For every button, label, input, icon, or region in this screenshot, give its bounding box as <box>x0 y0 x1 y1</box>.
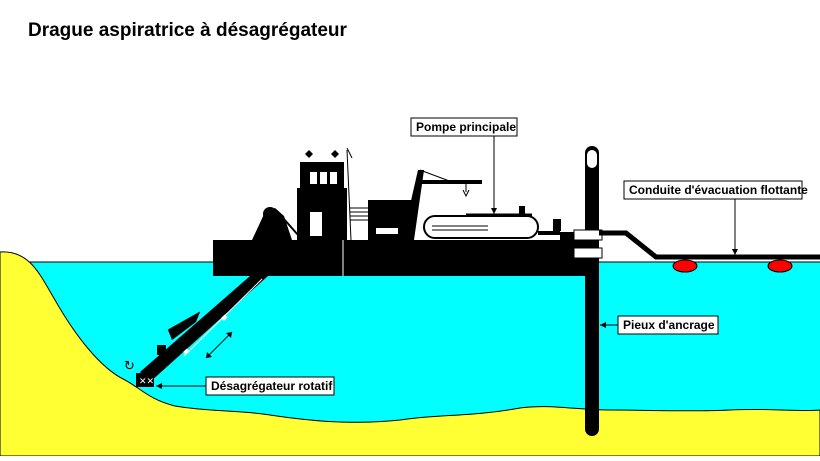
window <box>330 172 337 184</box>
spud-guide <box>573 247 603 259</box>
spud-top <box>587 150 597 168</box>
gantry-wire <box>275 209 299 236</box>
spud-label: Pieux d'ancrage <box>623 318 715 332</box>
spud-leader-arrow <box>600 322 606 328</box>
cutter-teeth: ✕✕ <box>139 377 154 387</box>
movement-arrow-head <box>226 332 232 338</box>
pipeline-leader-arrow <box>732 249 738 255</box>
cutter-leader-arrow <box>156 383 162 389</box>
cutter-ladder <box>140 276 268 382</box>
gantry-sheave <box>263 207 277 221</box>
window <box>310 172 317 184</box>
movement-arrow <box>205 331 233 359</box>
pump-support <box>560 232 580 240</box>
ladder-joint <box>221 314 228 321</box>
pipeline-label: Conduite d'évacuation flottante <box>629 183 808 197</box>
cutter-head <box>136 373 154 387</box>
spud-pole <box>585 146 599 436</box>
mast-light <box>305 150 313 158</box>
seabed <box>0 251 820 457</box>
cutter-label: Désagrégateur rotatif <box>211 379 333 393</box>
pipeline-label-box <box>623 180 803 200</box>
pump-valve <box>519 206 525 214</box>
antenna <box>346 147 353 159</box>
pump-label-box <box>410 117 518 137</box>
rotation-icon: ↻ <box>124 359 135 374</box>
spud-guide <box>573 229 603 241</box>
page-title: Drague aspiratrice à désagrégateur <box>28 20 347 41</box>
ladder-frame <box>168 312 200 340</box>
discharge-valve <box>553 219 561 231</box>
ladder-joint <box>183 348 190 355</box>
pump-label: Pompe principale <box>416 120 516 134</box>
crane-stay <box>419 169 453 183</box>
mast-light <box>331 150 339 158</box>
ladder-wire <box>167 311 201 331</box>
ladder-block <box>157 345 166 355</box>
discharge-pipeline <box>599 230 820 260</box>
window <box>320 172 327 184</box>
pipeline-float <box>672 259 698 273</box>
main-pump <box>423 215 539 239</box>
pump-leader-arrow <box>491 208 497 214</box>
winch-window <box>376 228 398 234</box>
cabin-door <box>310 212 322 236</box>
crane-hook <box>462 189 470 198</box>
pipeline-float <box>767 259 793 273</box>
antenna <box>346 149 352 241</box>
crane-mast <box>402 170 424 240</box>
movement-arrow-tail <box>206 352 212 358</box>
hull <box>213 240 585 276</box>
